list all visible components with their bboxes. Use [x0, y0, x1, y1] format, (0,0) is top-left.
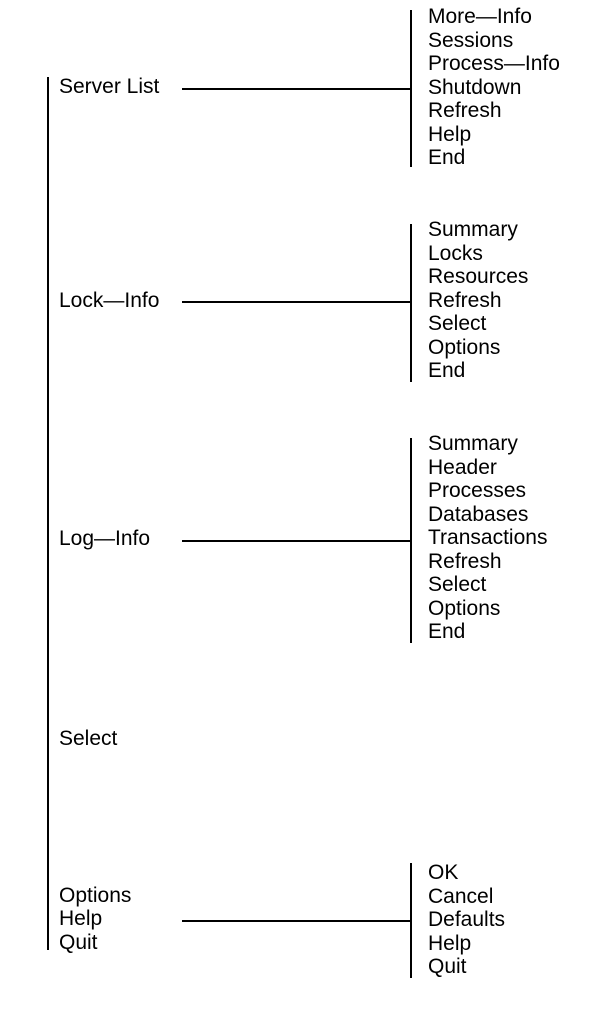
- submenu-options-help-quit: OK Cancel Defaults Help Quit: [428, 861, 505, 979]
- submenu-item: Databases: [428, 502, 529, 526]
- submenu-lock-info: Summary Locks Resources Refresh Select O…: [428, 218, 528, 383]
- submenu-item: Refresh: [428, 288, 502, 312]
- submenu-item: Shutdown: [428, 75, 522, 99]
- submenu-item: End: [428, 359, 466, 382]
- menu-item-quit: Quit: [59, 931, 98, 954]
- submenu-item: Options: [428, 596, 501, 620]
- connector-log-info: [182, 540, 411, 542]
- menu-item-select: Select: [59, 727, 118, 750]
- submenu-bracket-lock-info: [410, 224, 412, 382]
- submenu-item: Transactions: [428, 526, 548, 549]
- submenu-item: Summary: [428, 218, 518, 241]
- submenu-item: Select: [428, 573, 487, 596]
- submenu-item: Summary: [428, 432, 518, 455]
- menu-item-options: Options: [59, 884, 132, 907]
- submenu-item: Help: [428, 122, 472, 146]
- submenu-item: Sessions: [428, 28, 514, 52]
- submenu-item: Options: [428, 335, 501, 359]
- menu-item-server-list: Server List: [59, 75, 160, 98]
- menu-item-log-info: Log—Info: [59, 527, 151, 550]
- connector-lock-info: [182, 301, 411, 303]
- menu-item-lock-info: Lock—Info: [59, 289, 160, 312]
- submenu-item: End: [428, 146, 466, 169]
- submenu-log-info: Summary Header Processes Databases Trans…: [428, 432, 547, 644]
- submenu-item: Refresh: [428, 549, 502, 573]
- menu-item-help: Help: [59, 907, 103, 930]
- submenu-item: Cancel: [428, 884, 494, 908]
- submenu-item: Help: [428, 931, 472, 955]
- submenu-bracket-log-info: [410, 438, 412, 643]
- submenu-item: Defaults: [428, 908, 506, 931]
- main-menu-bracket: [47, 77, 49, 950]
- submenu-item: Processes: [428, 479, 527, 502]
- connector-options-help-quit: [182, 920, 411, 922]
- submenu-item: OK: [428, 861, 459, 884]
- submenu-bracket-server-list: [410, 10, 412, 167]
- submenu-item: Process—Info: [428, 52, 560, 75]
- submenu-server-list: More—Info Sessions Process—Info Shutdown…: [428, 5, 560, 170]
- submenu-bracket-options-help-quit: [410, 863, 412, 978]
- submenu-item: End: [428, 620, 466, 643]
- submenu-item: Header: [428, 455, 497, 479]
- submenu-item: Locks: [428, 241, 483, 265]
- submenu-item: Refresh: [428, 99, 502, 122]
- submenu-item: Quit: [428, 955, 467, 978]
- submenu-item: More—Info: [428, 5, 532, 28]
- connector-server-list: [182, 88, 411, 90]
- submenu-item: Resources: [428, 265, 529, 288]
- submenu-item: Select: [428, 312, 487, 335]
